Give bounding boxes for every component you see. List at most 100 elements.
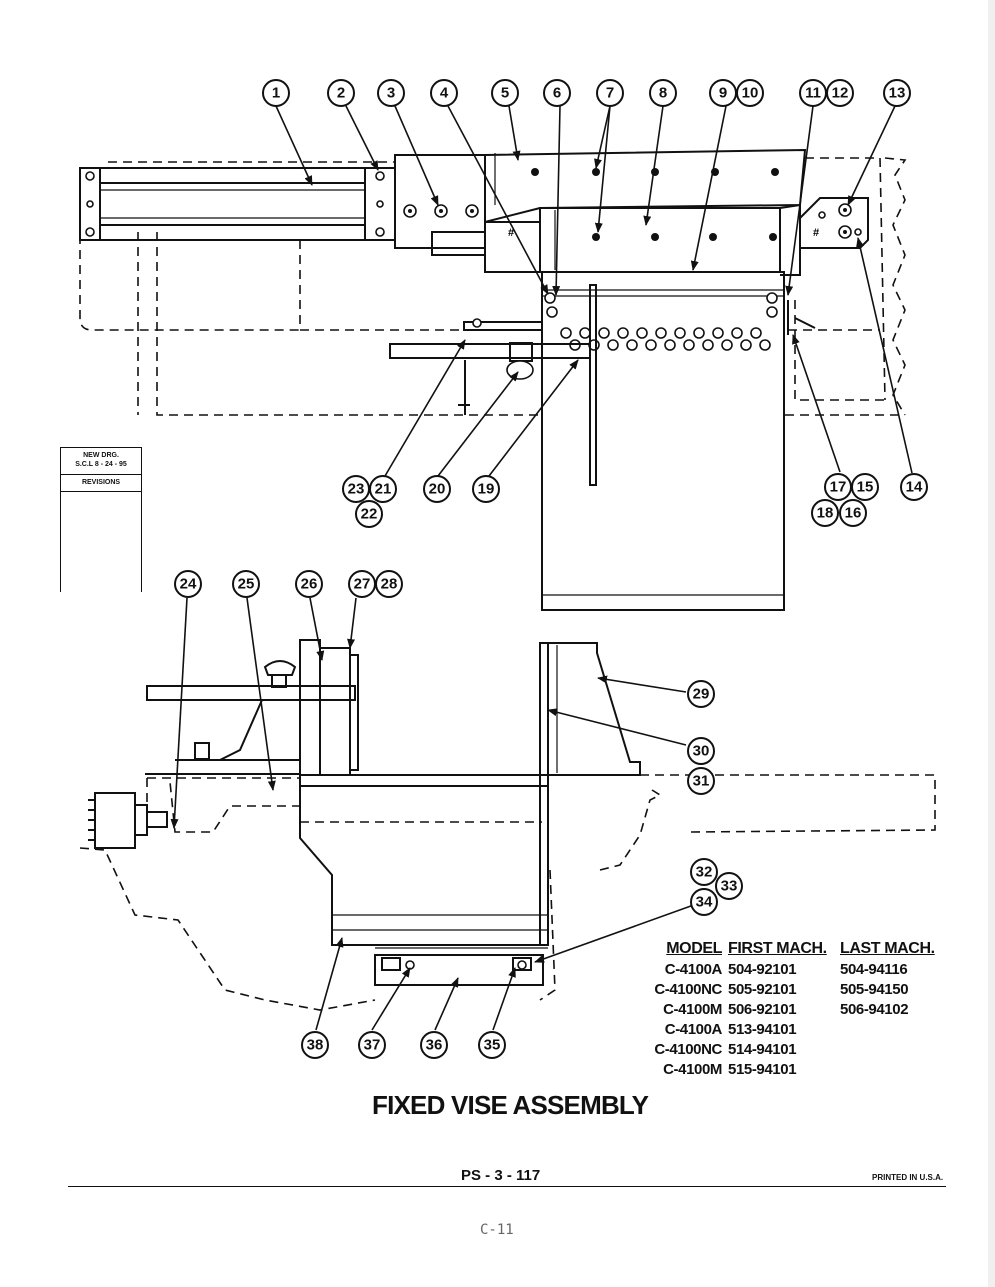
callout-16: 16: [839, 499, 867, 527]
table-header-row: MODEL FIRST MACH. LAST MACH.: [636, 940, 956, 960]
svg-text:6: 6: [553, 85, 561, 102]
callout-37: 37: [358, 1031, 386, 1059]
model-serial-table: MODEL FIRST MACH. LAST MACH. C-4100A 504…: [636, 940, 956, 1080]
diagram-title: FIXED VISE ASSEMBLY: [372, 1090, 649, 1120]
callout-7: 7: [596, 79, 624, 107]
table-row: C-4100M 506-92101 506-94102: [663, 1001, 909, 1018]
svg-text:16: 16: [845, 505, 862, 522]
svg-text:27: 27: [354, 576, 371, 593]
callout-25: 25: [232, 570, 260, 598]
callout-17: 17: [824, 473, 852, 501]
footer-rule: [68, 1186, 946, 1187]
callout-38: 38: [301, 1031, 329, 1059]
svg-text:35: 35: [484, 1037, 501, 1054]
callout-2: 2: [327, 79, 355, 107]
page-edge-shadow: [988, 0, 995, 1287]
svg-text:5: 5: [501, 85, 509, 102]
svg-text:18: 18: [817, 505, 834, 522]
table-row: C-4100M 515-94101: [663, 1061, 797, 1078]
callout-21: 21: [369, 475, 397, 503]
svg-text:34: 34: [696, 894, 713, 911]
svg-text:15: 15: [857, 479, 874, 496]
header-last-mach: LAST MACH.: [840, 940, 935, 957]
revision-note: NEW DRG. S.C.L 8 - 24 - 95: [61, 448, 141, 475]
callout-30: 30: [687, 737, 715, 765]
svg-text:10: 10: [742, 85, 759, 102]
svg-text:8: 8: [659, 85, 667, 102]
printed-note: PRINTED IN U.S.A.: [872, 1173, 944, 1182]
svg-text:#: #: [813, 227, 819, 239]
callout-23: 23: [342, 475, 370, 503]
svg-text:11: 11: [805, 85, 821, 102]
callout-12: 12: [826, 79, 854, 107]
callout-11: 11: [799, 79, 827, 107]
table-row: C-4100NC 505-92101 505-94150: [654, 981, 909, 998]
callout-3: 3: [377, 79, 405, 107]
svg-text:13: 13: [889, 85, 906, 102]
side-view: [79, 639, 936, 1011]
svg-text:#: #: [508, 227, 514, 239]
callout-15: 15: [851, 473, 879, 501]
callout-20: 20: [423, 475, 451, 503]
svg-text:25: 25: [238, 576, 255, 593]
callout-8: 8: [649, 79, 677, 107]
svg-text:14: 14: [906, 479, 923, 496]
svg-text:1: 1: [272, 85, 280, 102]
svg-text:26: 26: [301, 576, 318, 593]
svg-text:21: 21: [375, 481, 392, 498]
svg-text:3: 3: [387, 85, 395, 102]
svg-text:7: 7: [606, 85, 614, 102]
table-row: C-4100NC 514-94101: [654, 1041, 797, 1058]
svg-text:32: 32: [696, 864, 713, 881]
svg-text:4: 4: [440, 85, 449, 102]
svg-text:22: 22: [361, 506, 378, 523]
callout-18: 18: [811, 499, 839, 527]
header-first-mach: FIRST MACH.: [728, 940, 827, 957]
svg-text:38: 38: [307, 1037, 324, 1054]
page-number: PS - 3 - 117: [461, 1167, 541, 1184]
svg-text:2: 2: [337, 85, 345, 102]
svg-text:9: 9: [719, 85, 727, 102]
revisions-label: REVISIONS: [61, 475, 141, 492]
svg-text:31: 31: [693, 773, 710, 790]
svg-text:28: 28: [381, 576, 398, 593]
revision-block: NEW DRG. S.C.L 8 - 24 - 95 REVISIONS: [60, 447, 142, 592]
table-row: C-4100A 513-94101: [664, 1021, 797, 1038]
callout-36: 36: [420, 1031, 448, 1059]
callout-9: 9: [709, 79, 737, 107]
svg-text:12: 12: [832, 85, 849, 102]
svg-text:20: 20: [429, 481, 446, 498]
svg-text:17: 17: [830, 479, 847, 496]
callout-26: 26: [295, 570, 323, 598]
svg-text:36: 36: [426, 1037, 443, 1054]
callout-6: 6: [543, 79, 571, 107]
callout-4: 4: [430, 79, 458, 107]
svg-text:23: 23: [348, 481, 365, 498]
callout-35: 35: [478, 1031, 506, 1059]
svg-text:19: 19: [478, 481, 495, 498]
callout-31: 31: [687, 767, 715, 795]
callout-10: 10: [736, 79, 764, 107]
table-row: C-4100A 504-92101 504-94116: [664, 961, 908, 978]
callout-27: 27: [348, 570, 376, 598]
top-view: # #: [79, 148, 907, 611]
callout-29: 29: [687, 680, 715, 708]
callout-32: 32: [690, 858, 718, 886]
header-model: MODEL: [666, 940, 722, 957]
callout-34: 34: [690, 888, 718, 916]
svg-text:30: 30: [693, 743, 710, 760]
callout-19: 19: [472, 475, 500, 503]
callout-33: 33: [715, 872, 743, 900]
svg-text:24: 24: [180, 576, 197, 593]
callout-28: 28: [375, 570, 403, 598]
callout-1: 1: [262, 79, 290, 107]
leader-lines: [170, 105, 913, 1031]
callout-13: 13: [883, 79, 911, 107]
callout-14: 14: [900, 473, 928, 501]
svg-text:29: 29: [693, 686, 710, 703]
callout-22: 22: [355, 500, 383, 528]
svg-text:33: 33: [721, 878, 738, 895]
callout-5: 5: [491, 79, 519, 107]
callout-24: 24: [174, 570, 202, 598]
